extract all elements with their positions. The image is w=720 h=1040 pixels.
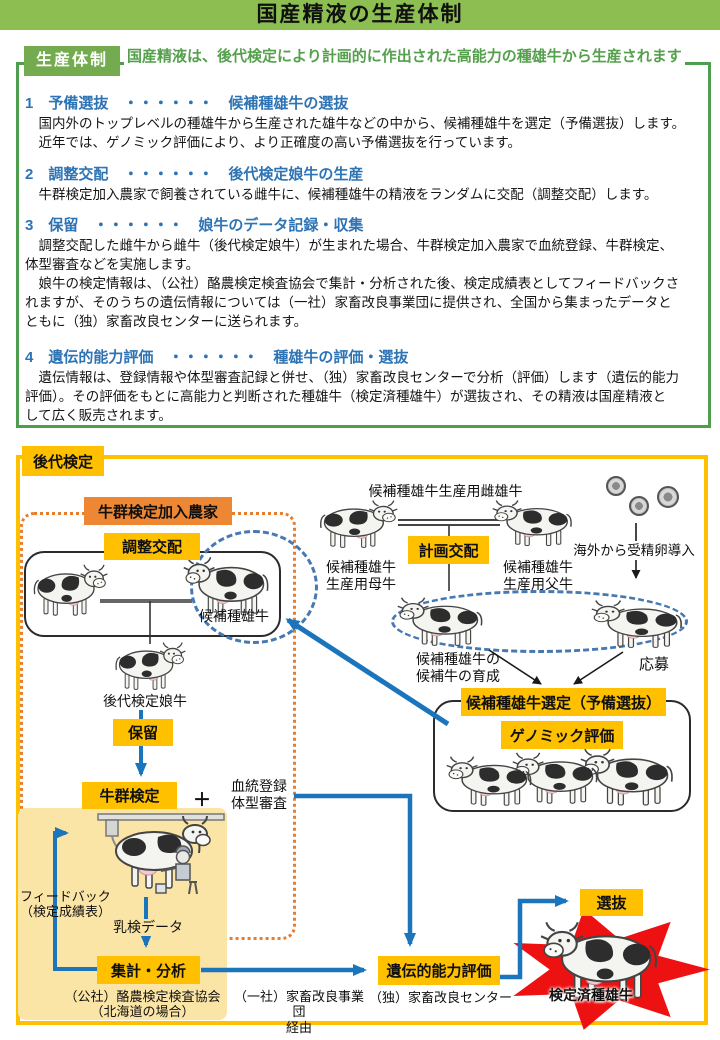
sire-cow — [492, 498, 578, 548]
parents-title-label: 候補種雄牛生産用雌雄牛 — [368, 483, 523, 499]
embryo-icon — [629, 496, 649, 516]
candidate-bull-label: 候補種雄牛 — [199, 608, 269, 624]
section-3-heading: 3 保留 ・・・・・・ 娘牛のデータ記録・収集 — [25, 217, 364, 234]
plus-sign: ＋ — [193, 790, 211, 810]
farm-dam-cow — [28, 562, 108, 618]
rearing-label: 候補種雄牛の 候補牛の育成 — [416, 651, 500, 684]
section-4-heading: 4 遺伝的能力評価 ・・・・・・ 種雄牛の評価・選抜 — [25, 349, 409, 366]
candidate-herd-cow — [446, 754, 538, 808]
application-cow — [591, 598, 689, 650]
section-2-heading: 2 調整交配 ・・・・・・ 後代検定娘牛の生産 — [25, 166, 364, 183]
via-org-label: （一社）家畜改良事業団 経由 — [233, 989, 364, 1035]
candidate-bull-circle — [190, 530, 318, 644]
selection-box: 選抜 — [580, 889, 643, 916]
section-4-body: 遺伝情報は、登録情報や体型審査記録と併せ、（独）家畜改良センターで分析（評価）し… — [25, 370, 679, 423]
feedback-label: フィードバック （検定成績表） — [20, 889, 112, 920]
section-3-body: 調整交配した雌牛から雌牛（後代検定娘牛）が生まれた場合、牛群検定加入農家で血統登… — [25, 238, 680, 329]
adjusted-mating-box: 調整交配 — [104, 533, 200, 560]
candidate-herd-cow — [580, 746, 680, 808]
section-1-body: 国内外のトップレベルの種雄牛から生産された雄牛などの中から、候補種雄牛を選定（予… — [38, 116, 686, 150]
embryo-import-label: 海外から受精卵導入 — [573, 543, 695, 558]
milking-illustration — [96, 812, 230, 896]
daughter-cow — [110, 640, 186, 692]
diagram-panel-border — [16, 455, 708, 1025]
daughter-label: 後代検定娘牛 — [103, 693, 187, 709]
section-2-body: 牛群検定加入農家で飼養されている雌牛に、候補種雄牛の精液をランダムに交配（調整交… — [25, 187, 658, 202]
candidate-herd-cow — [512, 750, 604, 806]
herd-test-box: 牛群検定 — [82, 782, 177, 809]
embryo-icon — [657, 486, 679, 508]
planned-mating-box: 計画交配 — [408, 536, 489, 564]
section-1-heading: 1 予備選抜 ・・・・・・ 候補種雄牛の選抜 — [25, 95, 349, 112]
application-label: 応募 — [638, 656, 669, 673]
dam-cow — [314, 498, 398, 550]
retention-box: 保留 — [113, 719, 173, 746]
nlbc-label: （独）家畜改良センター — [368, 990, 512, 1005]
candidate-bull-cow — [183, 554, 275, 618]
genomic-box: ゲノミック評価 — [501, 721, 623, 749]
farm-box: 牛群検定加入農家 — [84, 497, 232, 525]
embryo-icon — [606, 476, 626, 496]
genetic-eval-box: 遺伝的能力評価 — [378, 956, 500, 985]
aggregation-box: 集計・分析 — [97, 956, 200, 984]
overview-subtitle: 国産精液は、後代検定により計画的に作出された高能力の種雄牛から生産されます — [124, 47, 685, 67]
diagram-label: 後代検定 — [22, 446, 104, 476]
proven-bull-label: 検定済種雄牛 — [549, 987, 633, 1003]
candidate-bulls-herd — [446, 746, 686, 810]
milk-data-label: 乳検データ — [110, 919, 186, 936]
overview-label: 生産体制 — [24, 46, 120, 76]
sire-label: 候補種雄牛 生産用父牛 — [503, 559, 573, 592]
dairy-assoc-label: （公社）酪農検定検査協会 （北海道の場合） — [64, 989, 221, 1020]
preselection-box: 候補種雄牛選定（予備選抜） — [461, 688, 666, 716]
page-title: 国産精液の生産体制 — [0, 0, 720, 30]
rearing-cow — [397, 595, 489, 648]
registration-label: 血統登録 体型審査 — [231, 778, 287, 811]
dam-label: 候補種雄牛 生産用母牛 — [326, 559, 396, 592]
